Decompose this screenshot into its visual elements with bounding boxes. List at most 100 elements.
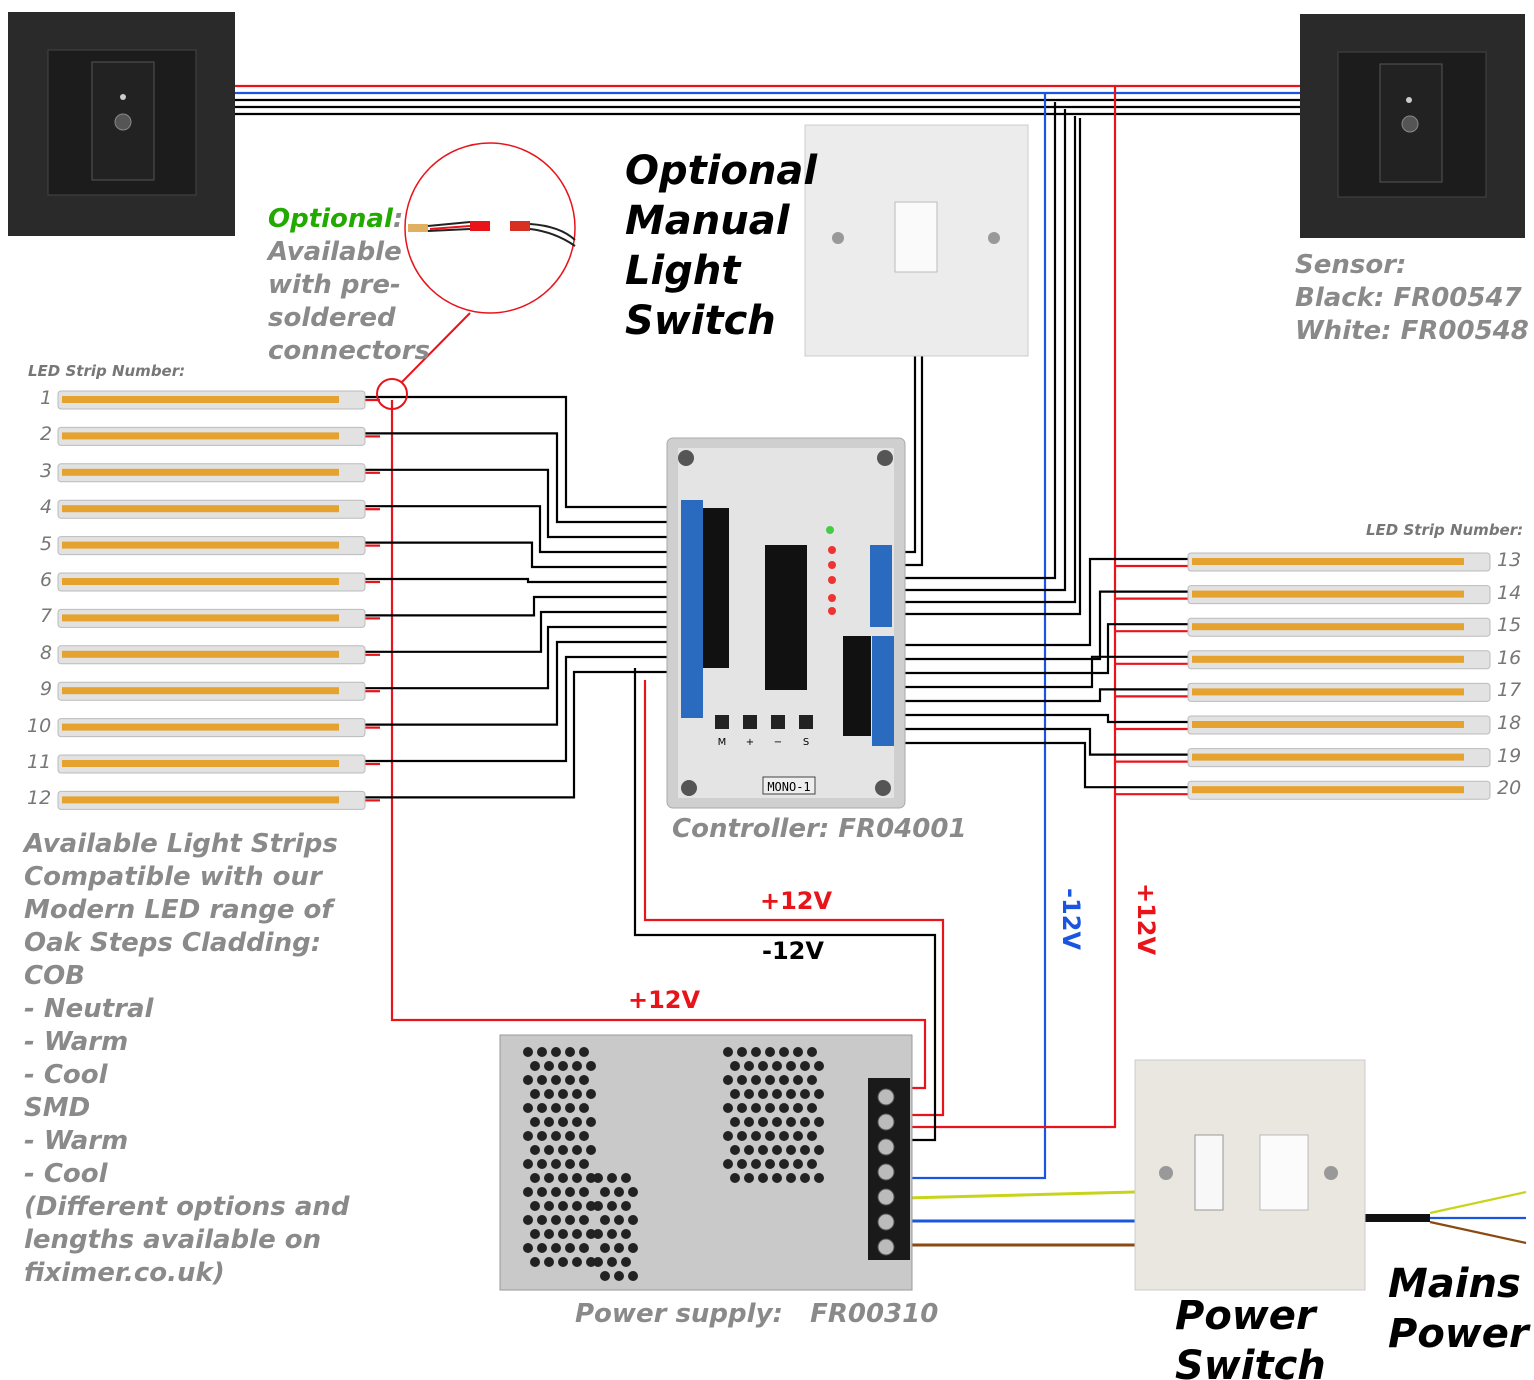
- vent-hole: [786, 1089, 796, 1099]
- led-strip-17: [1187, 682, 1491, 702]
- vent-hole: [572, 1145, 582, 1155]
- vent-hole: [551, 1047, 561, 1057]
- strip-number-16: 16: [1497, 646, 1522, 669]
- negative-12v-wire: [905, 93, 1047, 1180]
- vent-hole: [737, 1159, 747, 1169]
- vent-hole: [523, 1075, 533, 1085]
- vent-hole: [558, 1061, 568, 1071]
- vent-hole: [814, 1089, 824, 1099]
- optional-word: Optional: [268, 204, 393, 234]
- compat-line: - Cool: [24, 1159, 108, 1189]
- strip-number-11: 11: [27, 751, 52, 773]
- manual-switch-line: Switch: [625, 298, 776, 344]
- compat-line: lengths available on: [24, 1225, 322, 1255]
- vent-hole: [786, 1173, 796, 1183]
- vent-hole: [600, 1243, 610, 1253]
- psu-terminal: [877, 1088, 895, 1106]
- vent-hole: [551, 1131, 561, 1141]
- compat-line: Available Light Strips: [24, 829, 338, 859]
- psu-terminal: [877, 1163, 895, 1181]
- led-strip-heading-right: LED Strip Number:: [1366, 521, 1524, 539]
- vent-hole: [586, 1229, 596, 1239]
- vent-hole: [530, 1173, 540, 1183]
- vent-hole: [558, 1201, 568, 1211]
- strip-wire-19: [893, 727, 1188, 756]
- vent-hole: [793, 1047, 803, 1057]
- led-strip-12: [57, 790, 366, 810]
- vent-hole: [723, 1075, 733, 1085]
- vent-hole: [544, 1229, 554, 1239]
- vent-hole: [537, 1103, 547, 1113]
- strip-leds: [1192, 721, 1464, 728]
- mains-line: Power: [1388, 1311, 1529, 1357]
- vent-hole: [544, 1061, 554, 1071]
- vent-hole: [793, 1131, 803, 1141]
- vent-hole: [551, 1187, 561, 1197]
- strip-leds: [62, 796, 339, 804]
- power-switch: [1134, 1059, 1366, 1291]
- strip-leds: [62, 650, 339, 658]
- vent-hole: [758, 1145, 768, 1155]
- vent-hole: [544, 1173, 554, 1183]
- vent-hole: [579, 1103, 589, 1113]
- vent-hole: [628, 1215, 638, 1225]
- strip-number-20: 20: [1497, 777, 1522, 800]
- strip-number-8: 8: [40, 641, 53, 664]
- vent-hole: [530, 1061, 540, 1071]
- strip-leds: [1192, 655, 1464, 663]
- sensor-left: [8, 12, 235, 236]
- vent-hole: [765, 1159, 775, 1169]
- strip-wire-5: [365, 541, 680, 569]
- vent-hole: [586, 1173, 596, 1183]
- wires: [235, 84, 1527, 1247]
- vent-hole: [565, 1159, 575, 1169]
- led-strip-3: [57, 463, 366, 483]
- vent-hole: [572, 1061, 582, 1071]
- vent-hole: [744, 1089, 754, 1099]
- vent-hole: [723, 1047, 733, 1057]
- button-0: [715, 715, 729, 729]
- vent-hole: [579, 1215, 589, 1225]
- vent-hole: [523, 1159, 533, 1169]
- strip-number-15: 15: [1497, 614, 1522, 637]
- strip-number-3: 3: [40, 459, 53, 482]
- vent-hole: [607, 1229, 617, 1239]
- vent-hole: [723, 1159, 733, 1169]
- vent-hole: [565, 1075, 575, 1085]
- vent-hole: [593, 1173, 603, 1183]
- strip-wire-16: [893, 655, 1188, 689]
- vent-hole: [758, 1061, 768, 1071]
- vent-hole: [600, 1187, 610, 1197]
- psu-terminal: [877, 1113, 895, 1131]
- vent-hole: [593, 1229, 603, 1239]
- vent-hole: [551, 1103, 561, 1113]
- voltage-controller-negative: -12V: [762, 937, 824, 965]
- strip-wire-8: [365, 610, 680, 653]
- strip-wire-15: [893, 623, 1188, 675]
- vent-hole: [751, 1075, 761, 1085]
- voltage-controller-positive: +12V: [760, 887, 833, 915]
- led-strip-7: [57, 608, 366, 628]
- vent-hole: [558, 1089, 568, 1099]
- vent-hole: [786, 1117, 796, 1127]
- vent-hole: [558, 1117, 568, 1127]
- vent-hole: [579, 1159, 589, 1169]
- vent-hole: [730, 1089, 740, 1099]
- manual-switch-line: Optional: [625, 148, 818, 194]
- strip-number-6: 6: [40, 569, 53, 591]
- mains-earth: [1429, 1190, 1527, 1215]
- vent-hole: [786, 1061, 796, 1071]
- strip-number-12: 12: [27, 787, 52, 810]
- strip-number-14: 14: [1497, 581, 1522, 604]
- vent-hole: [537, 1159, 547, 1169]
- led-strip-10: [57, 718, 366, 738]
- strip-leds: [1192, 590, 1464, 598]
- vent-hole: [579, 1075, 589, 1085]
- vent-hole: [779, 1159, 789, 1169]
- sensor-signal-wire: [895, 116, 1077, 604]
- vent-hole: [544, 1089, 554, 1099]
- vent-hole: [737, 1047, 747, 1057]
- compat-line: (Different options and: [24, 1192, 350, 1222]
